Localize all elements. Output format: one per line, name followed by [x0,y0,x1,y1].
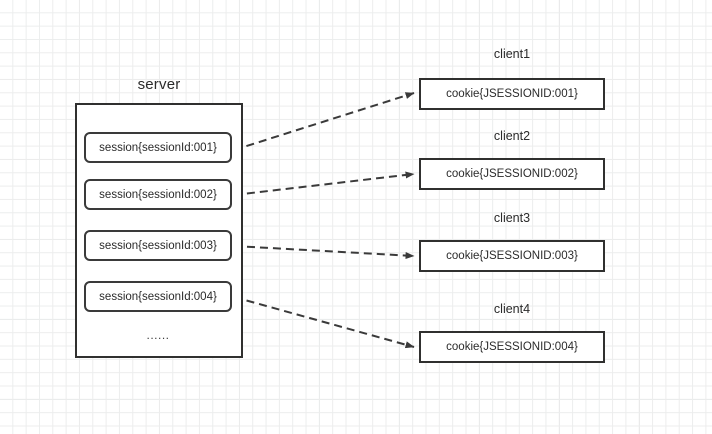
client-label-2: client2 [493,129,531,143]
connector-session4-client4 [233,296,415,349]
cookie-box-4-label: cookie{JSESSIONID:004} [446,341,578,353]
server-title: server [137,76,181,93]
session-box-1[interactable]: session{sessionId:001} [84,132,232,163]
connector-session3-client3 [233,245,415,260]
session-box-3[interactable]: session{sessionId:003} [84,230,232,261]
session-box-2-label: session{sessionId:002} [99,188,217,201]
cookie-box-2[interactable]: cookie{JSESSIONID:002} [419,158,605,190]
session-box-3-label: session{sessionId:003} [99,239,217,252]
client-label-4: client4 [493,302,531,316]
connector-session2-client2 [233,171,415,196]
cookie-box-1[interactable]: cookie{JSESSIONID:001} [419,78,605,110]
session-box-2[interactable]: session{sessionId:002} [84,179,232,210]
session-box-1-label: session{sessionId:001} [99,141,217,154]
cookie-box-3-label: cookie{JSESSIONID:003} [446,250,578,262]
session-box-4-label: session{sessionId:004} [99,290,217,303]
client-label-3: client3 [493,211,531,225]
session-box-4[interactable]: session{sessionId:004} [84,281,232,312]
cookie-box-1-label: cookie{JSESSIONID:001} [446,88,578,100]
session-list-ellipsis: ...... [146,328,170,342]
connector-session1-client1 [233,92,415,151]
cookie-box-3[interactable]: cookie{JSESSIONID:003} [419,240,605,272]
cookie-box-4[interactable]: cookie{JSESSIONID:004} [419,331,605,363]
cookie-box-2-label: cookie{JSESSIONID:002} [446,168,578,180]
client-label-1: client1 [493,47,531,61]
